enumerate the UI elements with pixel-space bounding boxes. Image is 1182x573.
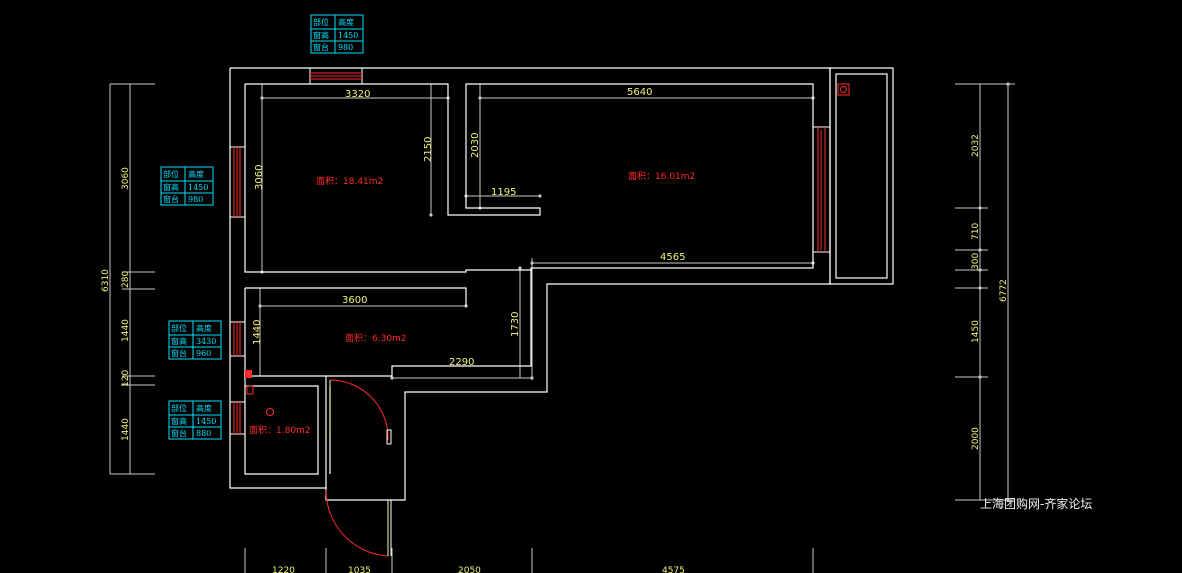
dim-kitchen-width: 3600 bbox=[342, 295, 367, 306]
window-table-kitchen: 部位 高度 窗高 3430 窗台 960 bbox=[168, 320, 222, 360]
dim-right-total: 6772 bbox=[999, 279, 1009, 302]
dim-living-width: 3320 bbox=[345, 89, 370, 100]
table-header-height: 高度 bbox=[196, 323, 212, 333]
dim-right-seg1: 2032 bbox=[971, 134, 981, 157]
fixtures bbox=[245, 83, 850, 416]
window-spec-tables: 部位 高度 窗高 1450 窗台 980 部位 高度 窗高 1450 窗台 98… bbox=[160, 14, 364, 440]
table-row-sill: 窗台 bbox=[171, 348, 187, 358]
bottom-dimension-labels: 1220 1035 2050 4575 bbox=[272, 566, 685, 573]
dim-hall-depth: 1730 bbox=[510, 312, 521, 337]
dim-bottom-seg4: 4575 bbox=[662, 566, 685, 573]
table-header-height: 高度 bbox=[188, 169, 204, 179]
table-value-window-height: 1450 bbox=[188, 183, 208, 192]
dim-right-seg5: 2000 bbox=[971, 427, 981, 450]
right-dimension-labels: 6772 2032 710 300 1450 2000 bbox=[971, 134, 1009, 450]
dim-bedroom-width: 5640 bbox=[627, 87, 652, 98]
table-header-part: 部位 bbox=[171, 403, 187, 413]
bedroom-area-label: 面积：16.01m2 bbox=[628, 170, 695, 182]
left-dimension-labels: 6310 3060 280 1440 120 1440 bbox=[101, 167, 131, 441]
dim-left-seg1: 3060 bbox=[121, 167, 131, 190]
table-header-height: 高度 bbox=[196, 403, 212, 413]
living-area-label: 面积：18.41m2 bbox=[316, 175, 383, 187]
dim-stub: 1195 bbox=[491, 187, 516, 198]
dim-left-seg3: 1440 bbox=[121, 319, 131, 342]
table-row-window-height: 窗高 bbox=[171, 336, 187, 346]
dim-corridor: 4565 bbox=[660, 252, 685, 263]
table-value-window-height: 1450 bbox=[338, 31, 358, 40]
windows bbox=[229, 67, 831, 435]
table-header-part: 部位 bbox=[171, 323, 187, 333]
table-row-sill: 窗台 bbox=[313, 42, 329, 52]
dim-left-seg4: 120 bbox=[121, 370, 131, 387]
kitchen-area-label: 面积：6.30m2 bbox=[345, 332, 407, 344]
table-row-window-height: 窗高 bbox=[313, 30, 329, 40]
window-table-bathroom: 部位 高度 窗高 1450 窗台 880 bbox=[168, 400, 222, 440]
table-value-sill: 960 bbox=[196, 349, 211, 358]
doors bbox=[325, 379, 392, 557]
table-value-window-height: 1450 bbox=[196, 417, 216, 426]
dimension-lines bbox=[109, 83, 1015, 573]
window-table-top: 部位 高度 窗高 1450 窗台 980 bbox=[310, 14, 364, 54]
dim-living-height: 3060 bbox=[254, 165, 265, 190]
dim-right-seg4: 1450 bbox=[971, 320, 981, 343]
floor-drain-icon bbox=[837, 83, 850, 96]
dim-bottom-seg1: 1220 bbox=[272, 566, 295, 573]
room-area-labels: 面积：18.41m2 面积：16.01m2 面积：6.30m2 面积：1.80m… bbox=[249, 170, 695, 436]
dimension-ticks bbox=[258, 82, 1010, 502]
bathroom-area-label: 面积：1.80m2 bbox=[249, 424, 311, 436]
dim-bottom-seg2: 1035 bbox=[348, 566, 371, 573]
dim-right-seg2: 710 bbox=[971, 223, 981, 240]
table-header-part: 部位 bbox=[313, 17, 329, 27]
table-row-window-height: 窗高 bbox=[171, 416, 187, 426]
table-header-height: 高度 bbox=[338, 17, 354, 27]
dim-living-depth: 2150 bbox=[423, 137, 434, 162]
table-value-sill: 980 bbox=[188, 195, 203, 204]
dim-right-seg3: 300 bbox=[971, 253, 981, 270]
dimension-labels: 3320 5640 1195 4565 3600 2290 2150 2030 … bbox=[252, 87, 685, 368]
walls bbox=[229, 67, 894, 501]
table-value-sill: 980 bbox=[338, 43, 353, 52]
dim-left-seg2: 280 bbox=[121, 271, 131, 288]
window-table-living: 部位 高度 窗高 1450 窗台 980 bbox=[160, 166, 214, 206]
dim-bottom-seg3: 2050 bbox=[458, 566, 481, 573]
pipe-shaft-icon bbox=[245, 370, 252, 378]
table-value-sill: 880 bbox=[196, 429, 211, 438]
table-row-sill: 窗台 bbox=[171, 428, 187, 438]
table-value-window-height: 3430 bbox=[196, 337, 216, 346]
dim-left-total: 6310 bbox=[101, 269, 111, 292]
toilet-drain-icon bbox=[266, 408, 274, 416]
watermark: 上海团购网-齐家论坛 bbox=[980, 496, 1092, 511]
dim-bedroom-depth: 2030 bbox=[470, 133, 481, 158]
table-header-part: 部位 bbox=[163, 169, 179, 179]
dim-left-seg5: 1440 bbox=[121, 418, 131, 441]
dim-hall-width: 2290 bbox=[449, 357, 474, 368]
dim-kitchen-height: 1440 bbox=[252, 320, 263, 345]
table-row-sill: 窗台 bbox=[163, 194, 179, 204]
table-row-window-height: 窗高 bbox=[163, 182, 179, 192]
